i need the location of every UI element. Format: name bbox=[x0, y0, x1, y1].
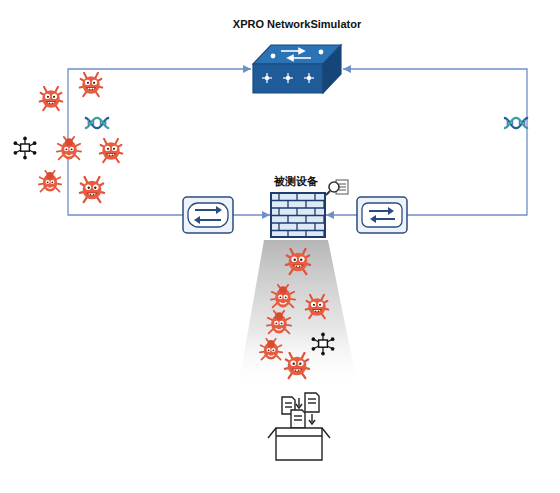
switch-shape bbox=[251, 42, 343, 96]
forward-device-icon bbox=[183, 197, 233, 233]
firewall-node: 被测设备 bbox=[270, 192, 326, 238]
node-label: 被测设备 bbox=[274, 174, 318, 189]
spotlight-beam bbox=[238, 240, 358, 388]
loop-connector bbox=[326, 69, 527, 215]
firewall-shape bbox=[270, 192, 326, 238]
switch-node: XPRO NetworkSimulator bbox=[251, 42, 343, 96]
exchange-device-icon bbox=[357, 197, 407, 233]
threat-cluster-bottom bbox=[260, 249, 335, 378]
inspect-icon bbox=[326, 180, 348, 195]
threat-cluster-left bbox=[14, 73, 123, 202]
node-label: XPRO NetworkSimulator bbox=[233, 18, 361, 30]
dna-icon bbox=[504, 118, 528, 128]
report-box-icon bbox=[268, 393, 330, 460]
loop-connector bbox=[68, 69, 270, 215]
